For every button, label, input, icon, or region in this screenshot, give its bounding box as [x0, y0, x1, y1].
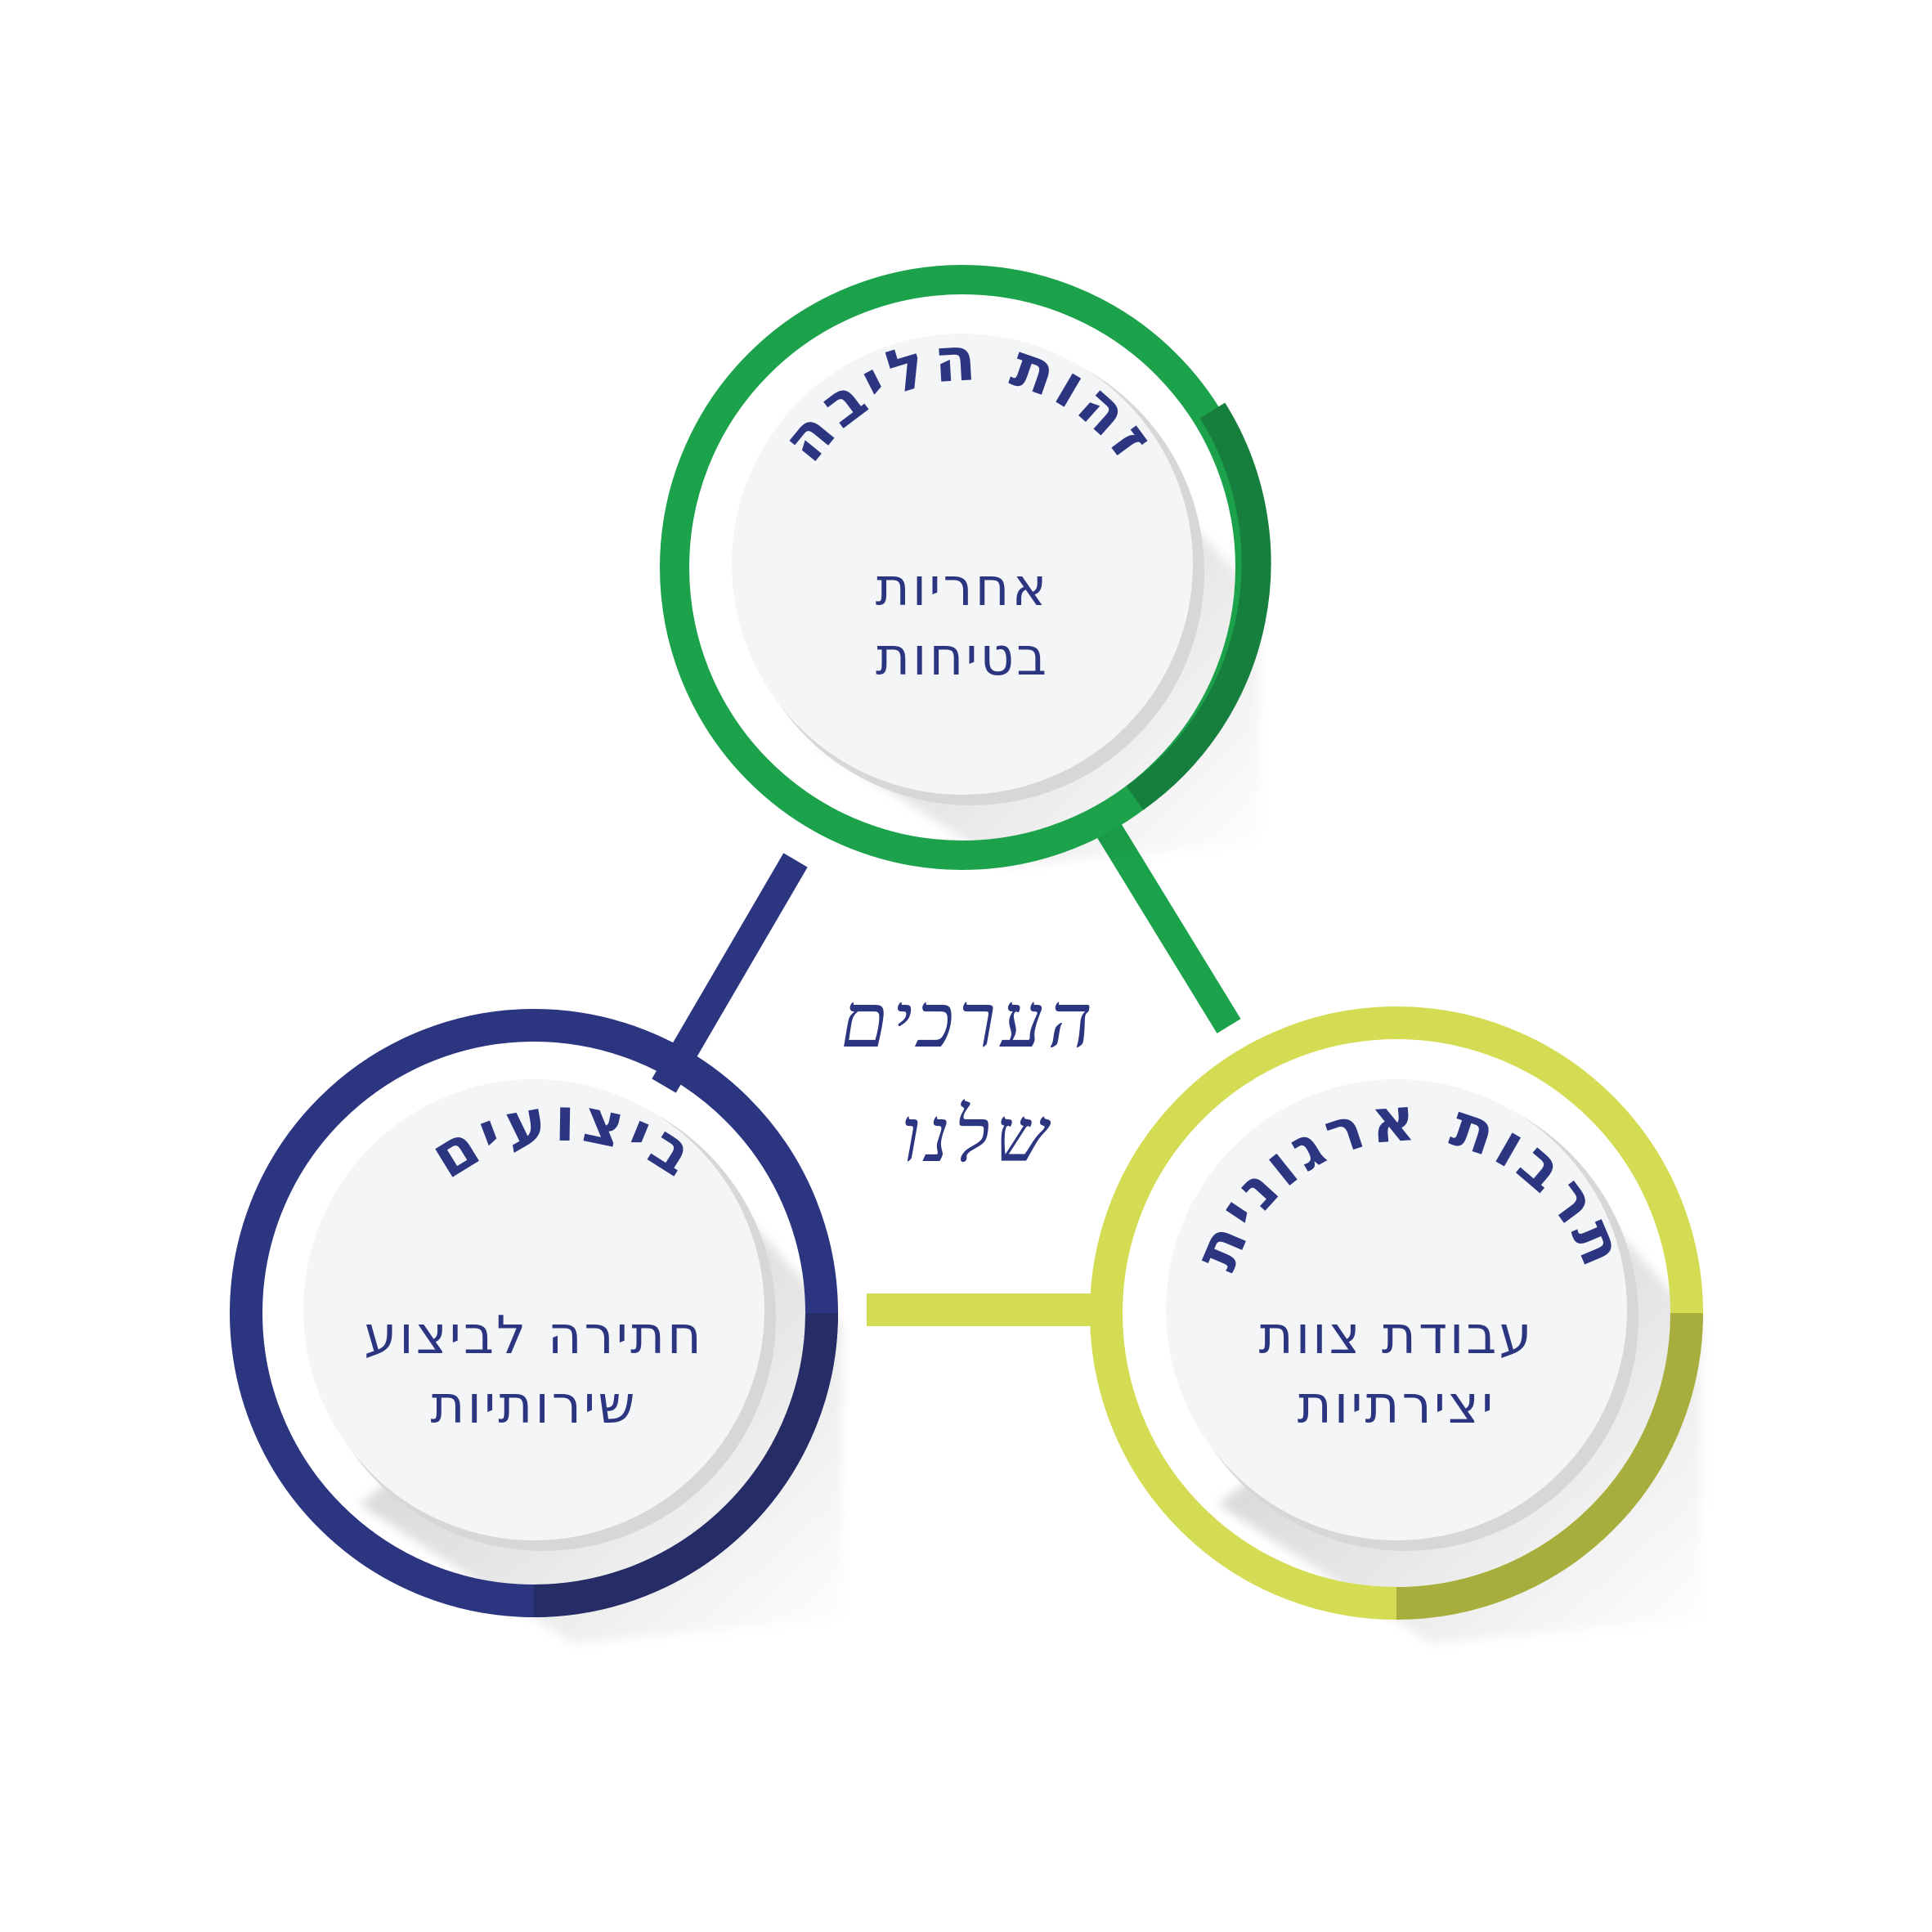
ring-dark-segment [533, 1312, 838, 1617]
connector-top-left [652, 853, 808, 1093]
inner-disc [732, 334, 1193, 795]
node-core-identity: זהות הליבה אחריות בטיחות [660, 265, 1271, 870]
center-title: הערכים [840, 977, 1097, 1065]
ring-dark-segment [1126, 402, 1271, 810]
node-line: חתירה לביצוע [364, 1306, 704, 1366]
ring-dark-segment [1396, 1312, 1703, 1620]
node-line: בטיחות [876, 627, 1049, 688]
center-subtitle: שלנו [901, 1092, 1053, 1179]
node-line: יצירתיות [1298, 1375, 1496, 1436]
node-line: שירותיות [430, 1375, 637, 1436]
node-line: עבודת צוות [1259, 1306, 1535, 1366]
connector-top-right [1096, 823, 1241, 1033]
inner-disc [1166, 1079, 1627, 1540]
node-org-culture: תרבות ארגונית עבודת צוות יצירתיות [1090, 1006, 1703, 1643]
node-line: אחריות [876, 558, 1050, 618]
node-performance: ביצועים חתירה לביצוע שירותיות [230, 1009, 842, 1643]
inner-disc [303, 1079, 764, 1540]
